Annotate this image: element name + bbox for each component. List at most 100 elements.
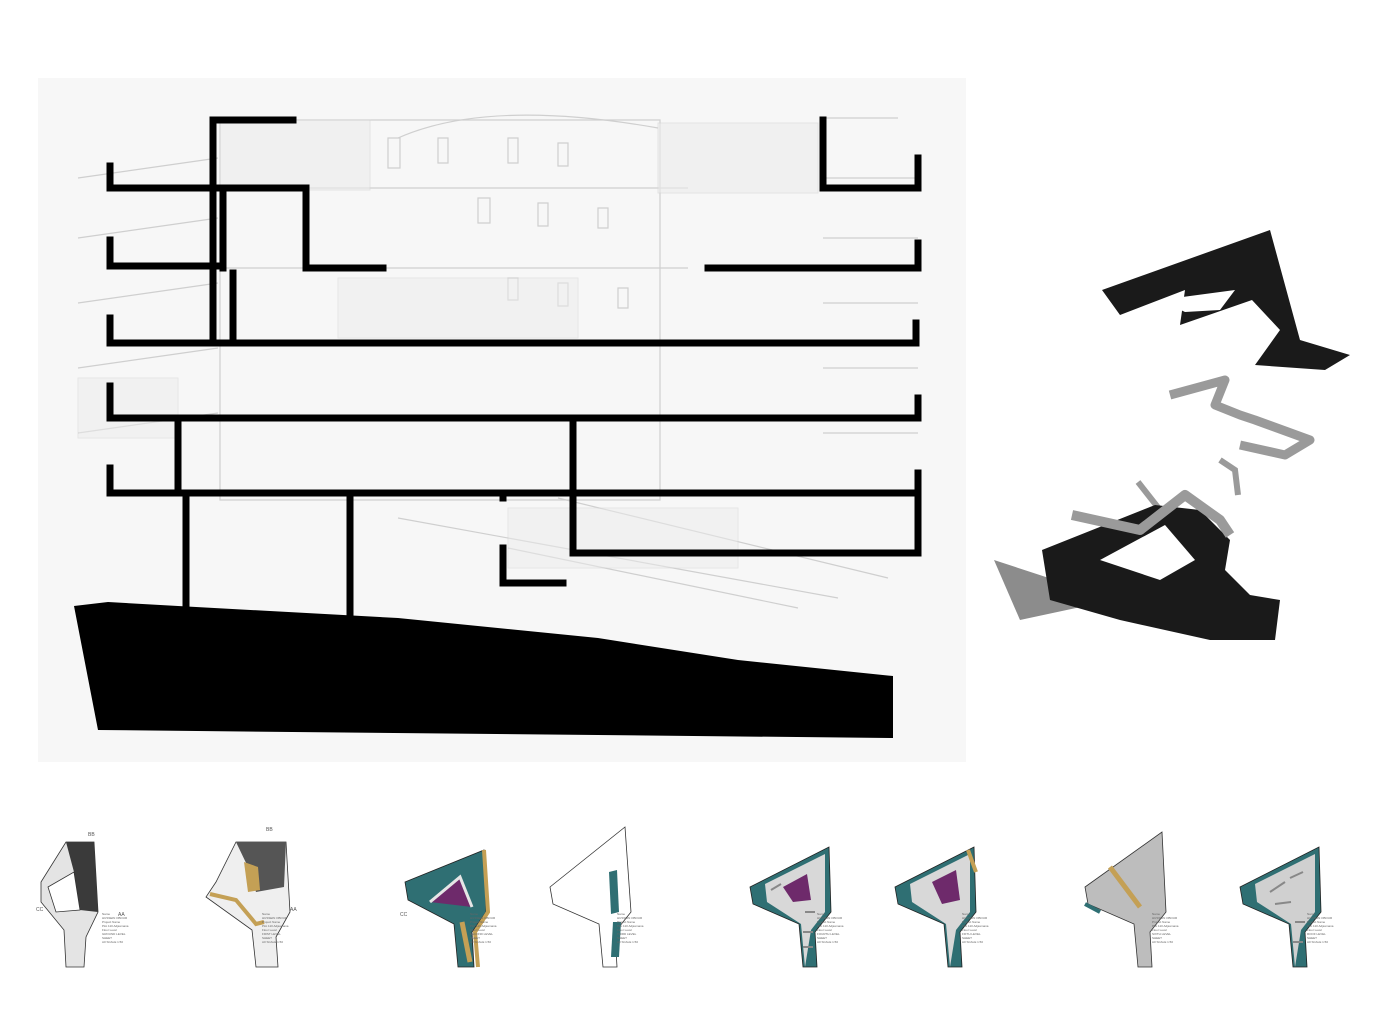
section-tag-aa: AA [290, 907, 297, 913]
title-line: HUSSEIN OBOUR [962, 916, 988, 920]
floor-plan-p4: Name HUSSEIN OBOUR Project Name Plot 110… [545, 812, 645, 982]
title-line: Plot 110 Adjasmana [262, 924, 289, 928]
title-line: Floor Level [1152, 928, 1167, 932]
title-line: Name [617, 912, 626, 916]
title-line: THIRD LEVEL [617, 932, 637, 936]
building-section-drawing [74, 114, 922, 738]
title-line: Name [262, 912, 271, 916]
floor-plan-p8: Name HUSSEIN OBOUR Project Name Plot 110… [1235, 812, 1335, 982]
title-line: HUSSEIN OBOUR [817, 916, 843, 920]
title-line: SHEET [262, 936, 273, 940]
title-line: Floor Level [1307, 928, 1322, 932]
title-line: A0 SCALE 1:50 [470, 940, 492, 944]
title-line: A0 SCALE 1:50 [262, 940, 284, 944]
floor-plan-p2-drawing [205, 841, 291, 968]
title-line: Project Name [1307, 920, 1326, 924]
section-ground-mass [74, 602, 893, 738]
section-tag-cc: CC [36, 907, 44, 913]
floor-plan-p3-drawing [404, 849, 491, 968]
title-line: Floor Level [262, 928, 277, 932]
title-line: Project Name [817, 920, 836, 924]
title-line: Name [1307, 912, 1316, 916]
title-line: SIXTH LEVEL [1152, 932, 1172, 936]
title-line: Plot 110 Adjasmana [470, 924, 497, 928]
title-line: Name [470, 912, 479, 916]
title-line: SHEET [962, 936, 973, 940]
title-line: SHEET [617, 936, 628, 940]
title-line: Project Name [1152, 920, 1171, 924]
section-tag-aa: AA [118, 912, 125, 918]
title-line: SHEET [102, 936, 113, 940]
title-line: GROUND LEVEL [102, 932, 126, 936]
floor-plan-p1: Name HUSSEIN OBOUR Project Name Plot 110… [36, 812, 136, 982]
title-line: Project Name [962, 920, 981, 924]
title-line: Plot 110 Adjasmana [617, 924, 644, 928]
title-line: A0 SCALE 1:50 [1307, 940, 1329, 944]
title-line: SHEET [817, 936, 828, 940]
title-line: Project Name [617, 920, 636, 924]
title-block-p6: Name HUSSEIN OBOUR Project Name Plot 110… [962, 912, 996, 970]
floor-plan-p1-drawing [40, 841, 99, 968]
title-line: A0 SCALE 1:50 [817, 940, 839, 944]
title-line: HUSSEIN OBOUR [102, 916, 128, 920]
title-block-p3: Name HUSSEIN OBOUR Project Name Plot 110… [470, 912, 504, 970]
title-line: Name [962, 912, 971, 916]
floor-plan-p8-drawing [1239, 846, 1322, 968]
floor-plan-p6-drawing [894, 846, 978, 968]
title-line: A0 SCALE 1:50 [1152, 940, 1174, 944]
title-block-p1: Name HUSSEIN OBOUR Project Name Plot 110… [102, 912, 136, 970]
building-section-panel [38, 78, 966, 762]
title-line: SHEET [470, 936, 481, 940]
title-block-p8: Name HUSSEIN OBOUR Project Name Plot 110… [1307, 912, 1341, 970]
axon-base-grey-band [1070, 490, 1235, 538]
exploded-axonometric-diagram [994, 230, 1350, 640]
section-ghost-walls [77, 119, 819, 569]
section-tag-bb: BB [266, 827, 273, 833]
title-line: Project Name [102, 920, 121, 924]
title-line: SECOND LEVEL [470, 932, 494, 936]
title-line: Floor Level [102, 928, 117, 932]
title-line: HUSSEIN OBOUR [262, 916, 288, 920]
title-line: Name [817, 912, 826, 916]
title-line: Plot 110 Adjasmana [1307, 924, 1334, 928]
title-line: A0 SCALE 1:50 [102, 940, 124, 944]
floor-plan-p4-drawing [549, 826, 632, 968]
title-block-p2: Name HUSSEIN OBOUR Project Name Plot 110… [262, 912, 296, 970]
axon-ribbon-fragment-a [1218, 457, 1241, 496]
title-line: Plot 110 Adjasmana [962, 924, 989, 928]
axon-base-grey-wedge [994, 560, 1090, 620]
title-line: A0 SCALE 1:50 [617, 940, 639, 944]
title-block-p4: Name HUSSEIN OBOUR Project Name Plot 110… [617, 912, 651, 970]
section-tag-cc: CC [400, 912, 408, 918]
title-line: Name [1152, 912, 1161, 916]
title-line: A0 SCALE 1:50 [962, 940, 984, 944]
title-line: HUSSEIN OBOUR [470, 916, 496, 920]
title-line: Plot 110 Adjasmana [817, 924, 844, 928]
axon-ribbon-layer [1168, 375, 1315, 460]
title-line: Project Name [262, 920, 281, 924]
floor-plan-p3: Name HUSSEIN OBOUR Project Name Plot 110… [400, 812, 500, 982]
title-line: HUSSEIN OBOUR [1152, 916, 1178, 920]
title-block-p7: Name HUSSEIN OBOUR Project Name Plot 110… [1152, 912, 1186, 970]
title-line: FIRST LEVEL [262, 932, 281, 936]
title-line: Plot 110 Adjasmana [102, 924, 129, 928]
title-block-p5: Name HUSSEIN OBOUR Project Name Plot 110… [817, 912, 851, 970]
title-line: Floor Level [817, 928, 832, 932]
title-line: Project Name [470, 920, 489, 924]
floor-plan-p6: Name HUSSEIN OBOUR Project Name Plot 110… [890, 812, 990, 982]
floor-plan-p5: Name HUSSEIN OBOUR Project Name Plot 110… [745, 812, 845, 982]
title-line: HUSSEIN OBOUR [1307, 916, 1333, 920]
axon-base-void [1100, 525, 1195, 580]
title-line: SHEET [1152, 936, 1163, 940]
title-line: Floor Level [962, 928, 977, 932]
title-line: Floor Level [617, 928, 632, 932]
floor-plan-p7: Name HUSSEIN OBOUR Project Name Plot 110… [1080, 812, 1180, 982]
title-line: ROOF LEVEL [1307, 932, 1326, 936]
title-line: Floor Level [470, 928, 485, 932]
title-line: Plot 110 Adjasmana [1152, 924, 1179, 928]
floor-plan-strip: Name HUSSEIN OBOUR Project Name Plot 110… [0, 812, 1400, 992]
floor-plan-p2: Name HUSSEIN OBOUR Project Name Plot 110… [196, 812, 297, 982]
floor-plan-p7-drawing [1084, 831, 1167, 968]
title-line: Name [102, 912, 111, 916]
title-line: SHEET [1307, 936, 1318, 940]
